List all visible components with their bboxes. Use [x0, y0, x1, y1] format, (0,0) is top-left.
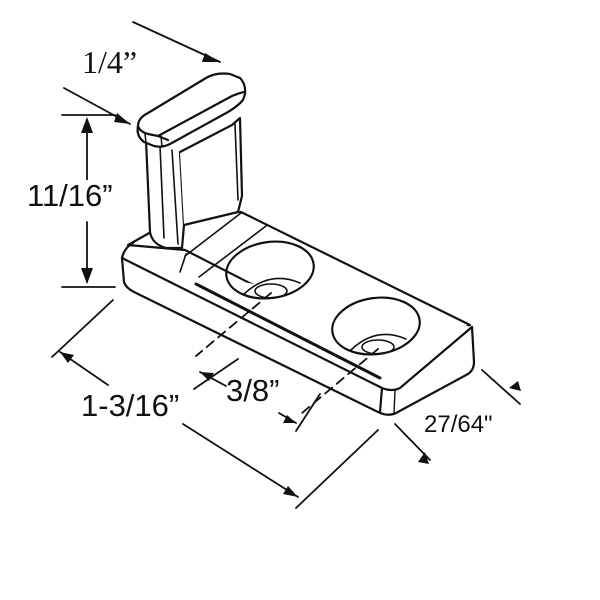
- dimension-label-base-width: 27/64": [424, 411, 493, 438]
- dimension-label-hole-spacing: 3/8”: [226, 373, 280, 408]
- dimension-label-height: 11/16”: [27, 178, 113, 213]
- dimension-arrowheads: [60, 53, 521, 497]
- countersunk-hole-2: [331, 296, 421, 356]
- dimension-label-post-thickness: 1/4”: [82, 44, 138, 80]
- dimension-label-length: 1-3/16”: [81, 388, 180, 423]
- countersunk-hole-1: [225, 240, 315, 300]
- base-plate: [120, 210, 476, 416]
- upright-post: [136, 72, 247, 250]
